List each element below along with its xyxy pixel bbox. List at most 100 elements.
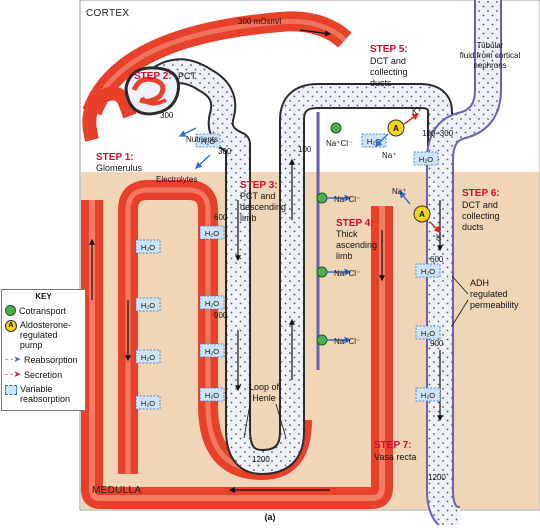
key-reabsorption: - -➤ Reabsorption [5,354,82,365]
water-label-13: H₂O [421,329,435,338]
key-reabsorption-label: Reabsorption [24,354,78,365]
osm-cd-900: 900 [430,339,444,348]
water-box-3: H₂O [199,295,225,310]
water-box-2: H₂O [199,225,225,240]
cotransport-icon [5,305,16,316]
water-label-9: H₂O [141,399,155,408]
water-box-4: H₂O [199,343,225,358]
vasa-recta [81,11,393,509]
step3-title: STEP 3: [240,180,278,191]
water-box-12: H₂O [415,263,441,278]
step7-title: STEP 7: [374,440,412,451]
nephron-tubule [140,58,453,475]
cotransport-markers [316,122,352,346]
adh-label-2: regulated [470,289,508,299]
cotransport-1 [316,192,328,204]
arteriole [82,86,137,142]
pump-2-letter: A [419,210,425,219]
water-label-8: H₂O [141,353,155,362]
water-box-14: H₂O [415,387,441,402]
water-box-5: H₂O [199,387,225,402]
electrolytes-label: Electrolytes [156,175,197,184]
step1-line1: Glomerulus [96,163,143,173]
water-box-7: H₂O [135,297,161,312]
variable-reabsorption-icon [5,385,17,395]
step3-line2: descending [240,202,286,212]
step2-line1: PCT [178,71,197,81]
cotransport-2 [316,266,328,278]
cotransport-4 [330,122,342,134]
key-cotransport: Cotransport [5,305,82,316]
nutrients-label: Nutrients [186,135,218,144]
step5-line3: ducts [370,78,392,88]
pump-2 [413,205,431,223]
aldosterone-pumps: A A [375,113,441,233]
water-label-14: H₂O [421,391,435,400]
k-label-2: K⁺ [436,233,446,242]
water-box-1: H₂O [195,133,221,148]
water-box-13: H₂O [415,325,441,340]
osm-desc-600: 600 [214,213,228,222]
water-label-5: H₂O [205,391,219,400]
osm-pct: 300 [160,111,174,120]
osm-desc-900: 900 [214,311,228,320]
adh-label-3: permeability [470,300,519,310]
na-label-2: Na⁺ [392,187,406,196]
key-pump: A Aldosterone-regulated pump [5,320,82,350]
pump-1 [387,119,405,137]
key-secretion: - -➤ Secretion [5,369,82,380]
step4-title: STEP 4: [336,218,374,229]
glomerulus [124,66,181,116]
water-label-4: H₂O [205,347,219,356]
vasa-recta-osm: 300 mOsm/l [238,17,281,26]
step1-title: STEP 1: [96,152,134,163]
osm-tip: 1200 [252,455,270,464]
key-secretion-label: Secretion [24,369,63,380]
water-box-9: H₂O [135,395,161,410]
step2-title: STEP 2: [134,71,172,82]
pump-1-letter: A [393,124,399,133]
collecting-duct [426,0,502,530]
cotransport-3 [316,334,328,346]
medulla-region [81,172,539,509]
step3-line1: PCT and [240,191,275,201]
step4-line2: ascending [336,240,377,250]
step3-line3: limb [240,213,257,223]
nacl-label-3: Na⁺Cl⁻ [334,337,360,346]
osm-pct2: 300 [218,147,232,156]
osm-cd-1200: 1200 [428,473,446,482]
step5-line1: DCT and [370,56,406,66]
osm-dct: 100–300 [422,129,454,138]
loop-label-1: Loop of [249,382,280,392]
step6-line3: ducts [462,222,484,232]
adh-label-1: ADH [470,278,489,288]
water-label-12: H₂O [421,267,435,276]
step5-title: STEP 5: [370,44,408,55]
panel-label: (a) [265,512,276,522]
step6-line2: collecting [462,211,500,221]
water-label-7: H₂O [141,301,155,310]
water-label-2: H₂O [205,229,219,238]
step4-line3: limb [336,251,353,261]
flow-arrows [89,29,443,493]
water-box-8: H₂O [135,349,161,364]
water-box-6: H₂O [135,239,161,254]
k-label-1: K⁺ [412,107,422,116]
cortex-label: CORTEX [86,8,129,19]
nacl-label-1: Na⁺Cl⁻ [334,195,360,204]
pump-icon: A [5,320,17,332]
nacl-label-4: Na⁺Cl⁻ [326,139,352,148]
reabsorption-arrow-icon: - -➤ [5,354,22,364]
key-box: KEY Cotransport A Aldosterone-regulated … [1,289,86,411]
water-reabsorption-group: H₂O H₂O H₂O H₂O H₂O H₂O H₂O H₂O H₂O H₂O H₂O H₂O H₂O H… [135,133,441,410]
nacl-label-2: Na⁺Cl⁻ [334,269,360,278]
key-cotransport-label: Cotransport [19,305,67,316]
na-label-1: Na⁺ [382,151,396,160]
water-box-11: H₂O [413,151,439,166]
key-pump-label: Aldosterone-regulated pump [19,320,71,350]
loop-label-2: Henle [252,393,276,403]
